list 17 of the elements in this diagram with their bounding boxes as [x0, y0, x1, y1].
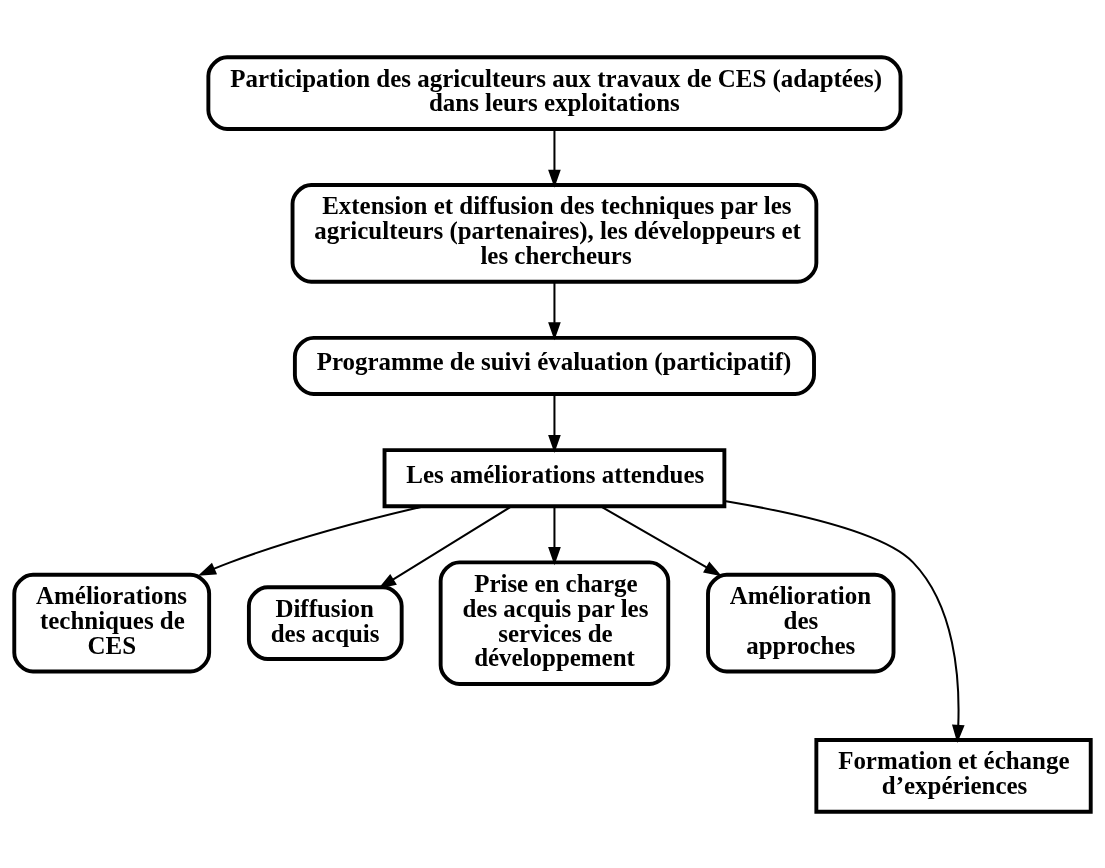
node-box: Extension et diffusion des techniques par les agriculteurs (partenaires), les développeurs et les chercheurs: [290, 182, 819, 284]
arrow: [724, 499, 965, 743]
node-box: Formation et échange d’expériences: [814, 737, 1093, 814]
arrow: [548, 505, 561, 565]
arrow: [548, 128, 561, 188]
node-box: Diffusion des acquis: [246, 584, 404, 661]
node-box: Améliorations techniques de CES: [12, 572, 212, 673]
node-box: Les améliorations attendues: [382, 447, 727, 508]
arrow: [548, 281, 561, 340]
arrow: [600, 505, 722, 576]
arrow: [378, 505, 512, 589]
node-box: Prise en charge des acquis par les services de développement: [438, 559, 671, 686]
node-box: Amélioration des approches: [706, 572, 896, 673]
node-box: Programme de suivi évaluation (participatif): [292, 335, 816, 396]
arrow: [548, 393, 561, 453]
node-box: Participation des agriculteurs aux travaux de CES (adaptées) dans leurs exploitations: [206, 54, 903, 131]
arrow: [197, 504, 425, 576]
